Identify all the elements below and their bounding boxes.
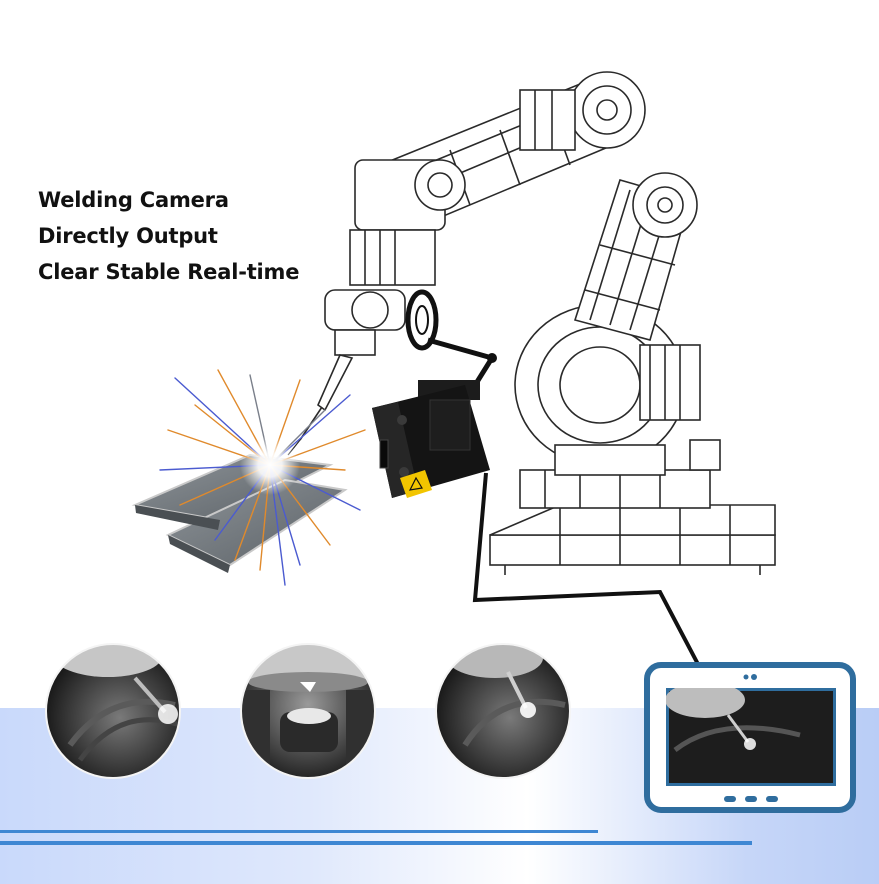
- camera-mount: [405, 289, 497, 392]
- weld-preview-1: [45, 643, 181, 779]
- accent-rule-short: [0, 830, 598, 833]
- weld-preview-3: [435, 643, 571, 779]
- robot-base: [489, 439, 776, 575]
- accent-rule-long: [0, 841, 752, 845]
- welding-camera-icon: [372, 380, 490, 498]
- tablet-monitor-icon: [644, 662, 856, 813]
- robot-lower-arm: [573, 172, 698, 341]
- robot-turret: [514, 304, 701, 476]
- headline: Welding Camera Directly Output Clear Sta…: [38, 182, 299, 290]
- weld-preview-2: [240, 643, 376, 779]
- headline-line-2: Directly Output: [38, 224, 218, 248]
- robot-arm-icon: [287, 71, 776, 575]
- headline-line-1: Welding Camera: [38, 188, 229, 212]
- headline-line-3: Clear Stable Real-time: [38, 260, 300, 284]
- weld-workpiece: [131, 453, 348, 573]
- welding-sparks: [159, 369, 366, 586]
- video-cable: [472, 472, 702, 669]
- laser-warning-icon: [400, 470, 432, 498]
- robot-wrist: [324, 159, 466, 356]
